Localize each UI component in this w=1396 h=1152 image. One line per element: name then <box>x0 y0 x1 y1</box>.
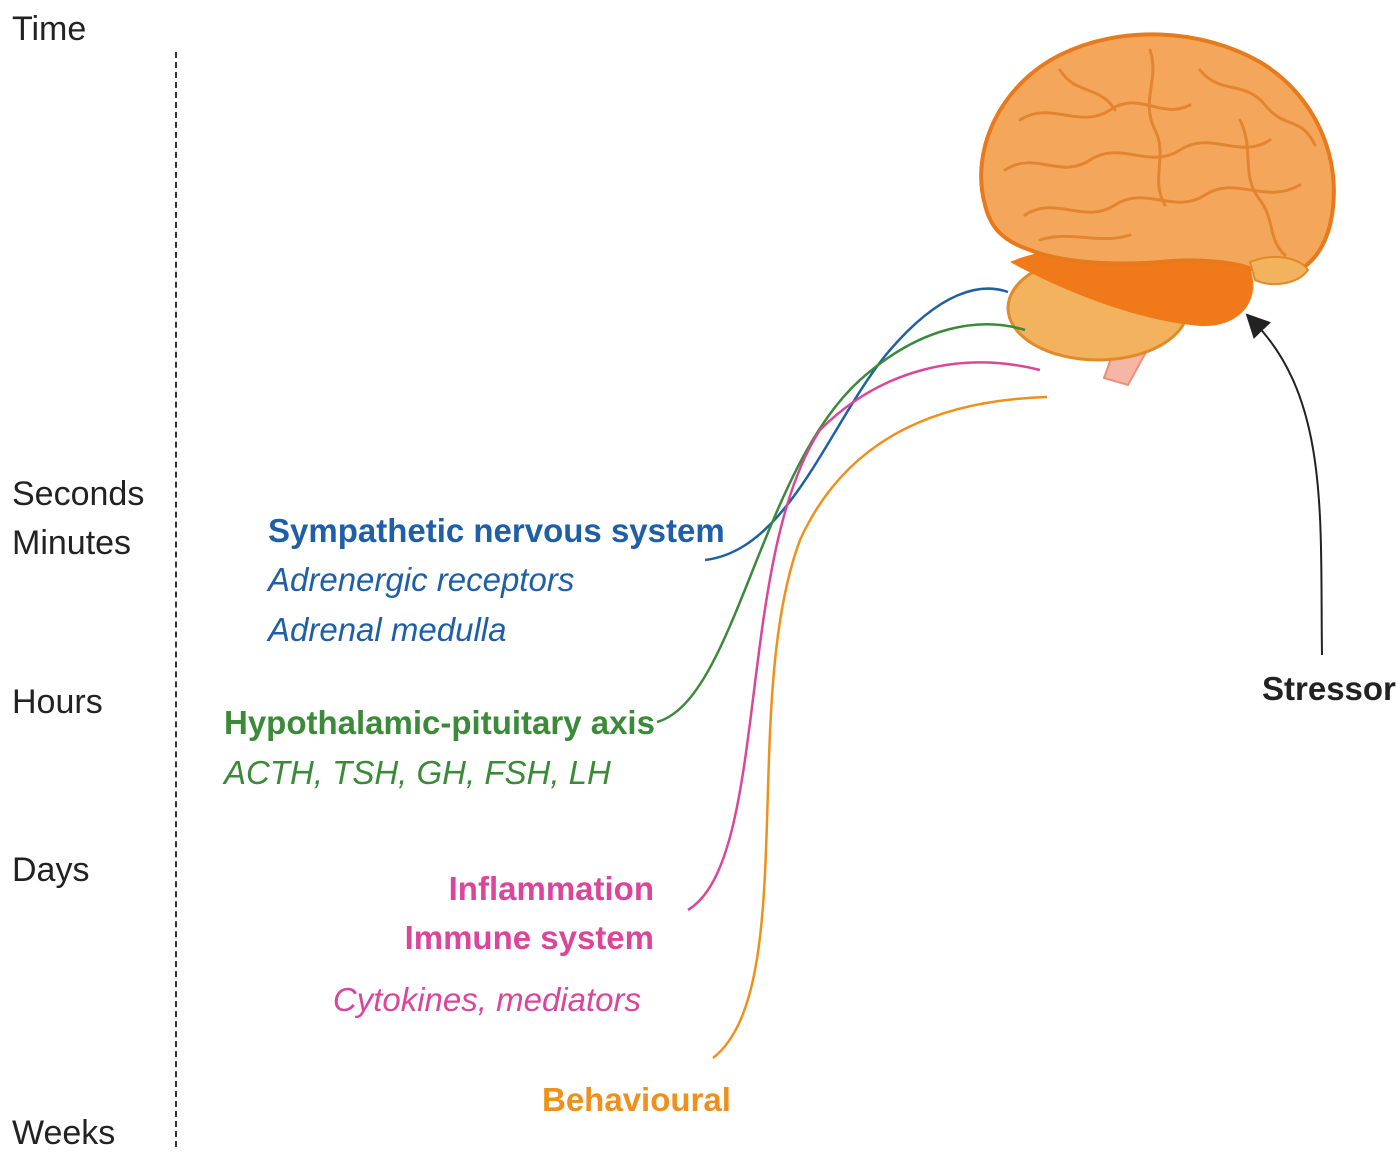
inflammation-title: Inflammation <box>449 872 654 905</box>
sympathetic-detail-2: Adrenal medulla <box>268 613 506 646</box>
behavioural-title: Behavioural <box>542 1083 731 1116</box>
inflammation-connector-curve <box>688 363 1040 911</box>
brain-icon <box>981 34 1334 385</box>
hpa-title: Hypothalamic-pituitary axis <box>224 706 655 739</box>
sympathetic-connector-curve <box>705 289 1008 560</box>
stressor-label: Stressor <box>1262 672 1396 705</box>
hpa-detail: ACTH, TSH, GH, FSH, LH <box>224 756 611 789</box>
behavioural-connector-curve <box>713 397 1047 1058</box>
sympathetic-title: Sympathetic nervous system <box>268 514 725 547</box>
sympathetic-detail-1: Adrenergic receptors <box>268 563 574 596</box>
stressor-arrow <box>1254 322 1322 655</box>
immune-system-title: Immune system <box>405 921 654 954</box>
inflammation-detail: Cytokines, mediators <box>333 983 641 1016</box>
